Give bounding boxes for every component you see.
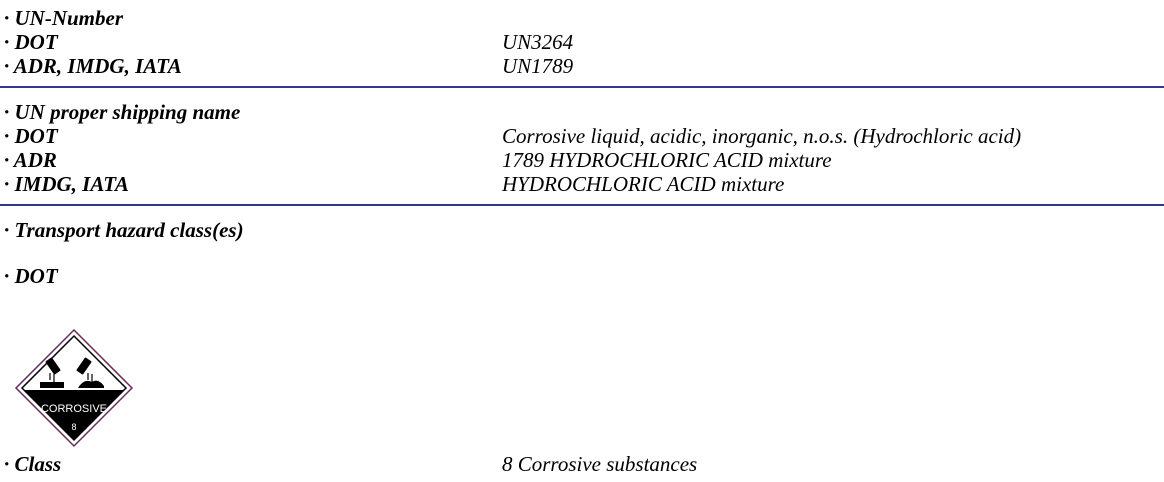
row-label: · IMDG, IATA [4,172,129,196]
shipping-name-row-dot: · DOT Corrosive liquid, acidic, inorgani… [4,124,1021,148]
shipping-name-row-adr: · ADR 1789 HYDROCHLORIC ACID mixture [4,148,832,172]
un-number-row-dot: · DOT UN3264 [4,30,573,54]
row-value: 8 Corrosive substances [502,452,698,476]
un-number-row-adr-imdg-iata: · ADR, IMDG, IATA UN1789 [4,54,573,78]
hazard-class-dot-label: · DOT [4,264,58,288]
row-value: UN1789 [502,54,574,78]
corrosive-placard-graphic: CORROSIVE 8 [14,328,134,448]
hazard-class-row: · Class 8 Corrosive substances [4,452,697,476]
shipping-name-heading: · UN proper shipping name [4,100,241,124]
row-label: · ADR [4,148,57,172]
shipping-name-row-imdg-iata: · IMDG, IATA HYDROCHLORIC ACID mixture [4,172,784,196]
row-label: · DOT [4,124,58,148]
corroded-surface-icon [40,380,104,388]
un-number-heading: · UN-Number [4,6,123,30]
row-value: 1789 HYDROCHLORIC ACID mixture [502,148,832,172]
placard-class-number: 8 [71,422,76,432]
test-tubes-icon [45,357,93,382]
hazard-class-heading: · Transport hazard class(es) [4,218,244,242]
row-label: · ADR, IMDG, IATA [4,54,182,78]
corrosive-hazard-icon: CORROSIVE 8 [14,328,134,448]
row-label: · DOT [4,30,58,54]
section-divider [0,204,1164,206]
section-divider [0,86,1164,88]
placard-text: CORROSIVE [41,403,107,415]
row-value: UN3264 [502,30,574,54]
row-label: · Class [4,452,62,476]
row-value: Corrosive liquid, acidic, inorganic, n.o… [502,124,1022,148]
row-value: HYDROCHLORIC ACID mixture [502,172,785,196]
